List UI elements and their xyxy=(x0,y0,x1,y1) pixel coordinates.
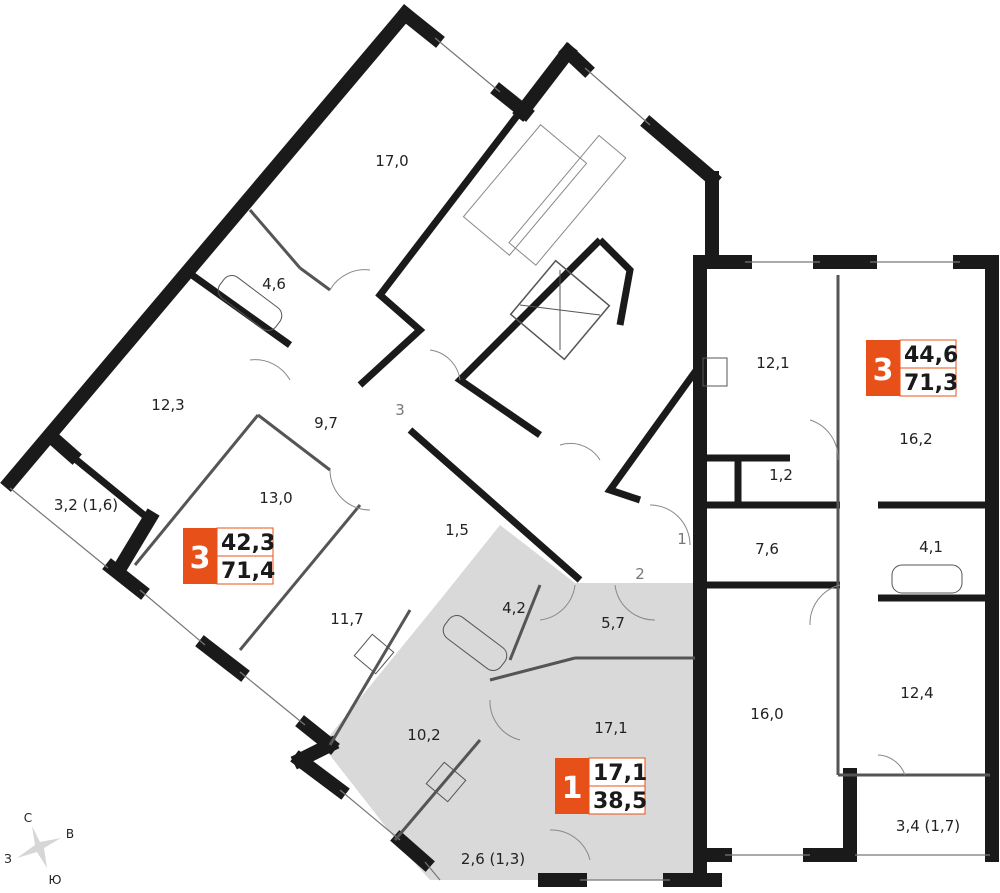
room-area-label: 4,2 xyxy=(502,599,526,617)
room-area-label: 13,0 xyxy=(259,489,292,507)
room-area-label: 1,2 xyxy=(769,466,793,484)
room-area-label: 12,1 xyxy=(756,354,789,372)
room-area-label: 12,4 xyxy=(900,684,933,702)
room-count: 3 xyxy=(873,353,894,388)
entrance-number: 3 xyxy=(395,401,405,419)
living-area: 17,1 xyxy=(593,761,647,786)
room-area-label: 3,4 (1,7) xyxy=(896,817,960,835)
staircase xyxy=(462,124,627,266)
room-area-label: 10,2 xyxy=(407,726,440,744)
room-area-label: 16,2 xyxy=(899,430,932,448)
doors xyxy=(249,269,906,861)
apartment-badge[interactable]: 1 17,1 38,5 xyxy=(555,757,647,815)
living-area: 42,3 xyxy=(221,531,275,556)
room-area-label: 17,1 xyxy=(594,719,627,737)
room-area-label: 7,6 xyxy=(755,540,779,558)
room-count: 1 xyxy=(562,771,583,806)
entrance-numbers: 1 2 3 xyxy=(395,401,687,583)
apartment-badge[interactable]: 3 42,3 71,4 xyxy=(183,527,275,585)
room-area-label: 16,0 xyxy=(750,705,783,723)
stoves xyxy=(353,357,728,803)
interior-walls xyxy=(49,109,992,602)
apartment-badge[interactable]: 3 44,6 71,3 xyxy=(866,339,958,397)
living-area: 44,6 xyxy=(904,343,958,368)
room-area-label: 4,6 xyxy=(262,275,286,293)
room-area-label: 11,7 xyxy=(330,610,363,628)
room-area-label: 12,3 xyxy=(151,396,184,414)
room-count: 3 xyxy=(190,541,211,576)
compass-west: З xyxy=(4,852,12,866)
room-area-label: 2,6 (1,3) xyxy=(461,850,525,868)
compass-east: В xyxy=(66,827,74,841)
room-area-label: 3,2 (1,6) xyxy=(54,496,118,514)
compass-south: Ю xyxy=(49,873,62,887)
room-area-label: 5,7 xyxy=(601,614,625,632)
windows xyxy=(9,37,990,881)
partitions xyxy=(133,209,990,841)
entrance-number: 1 xyxy=(677,530,687,548)
compass-star-icon xyxy=(17,826,61,868)
room-area-label: 17,0 xyxy=(375,152,408,170)
compass: С В З Ю xyxy=(4,811,74,887)
bathtubs xyxy=(217,275,963,671)
room-area-label: 1,5 xyxy=(445,521,469,539)
elevator xyxy=(509,259,611,361)
total-area: 71,3 xyxy=(904,371,958,396)
total-area: 71,4 xyxy=(221,559,275,584)
room-area-label: 4,1 xyxy=(919,538,943,556)
room-area-label: 9,7 xyxy=(314,414,338,432)
entrance-number: 2 xyxy=(635,565,645,583)
total-area: 38,5 xyxy=(593,789,647,814)
compass-north: С xyxy=(24,811,32,825)
room-labels: 17,0 4,6 12,3 9,7 13,0 3,2 (1,6) 1,5 11,… xyxy=(54,152,960,868)
